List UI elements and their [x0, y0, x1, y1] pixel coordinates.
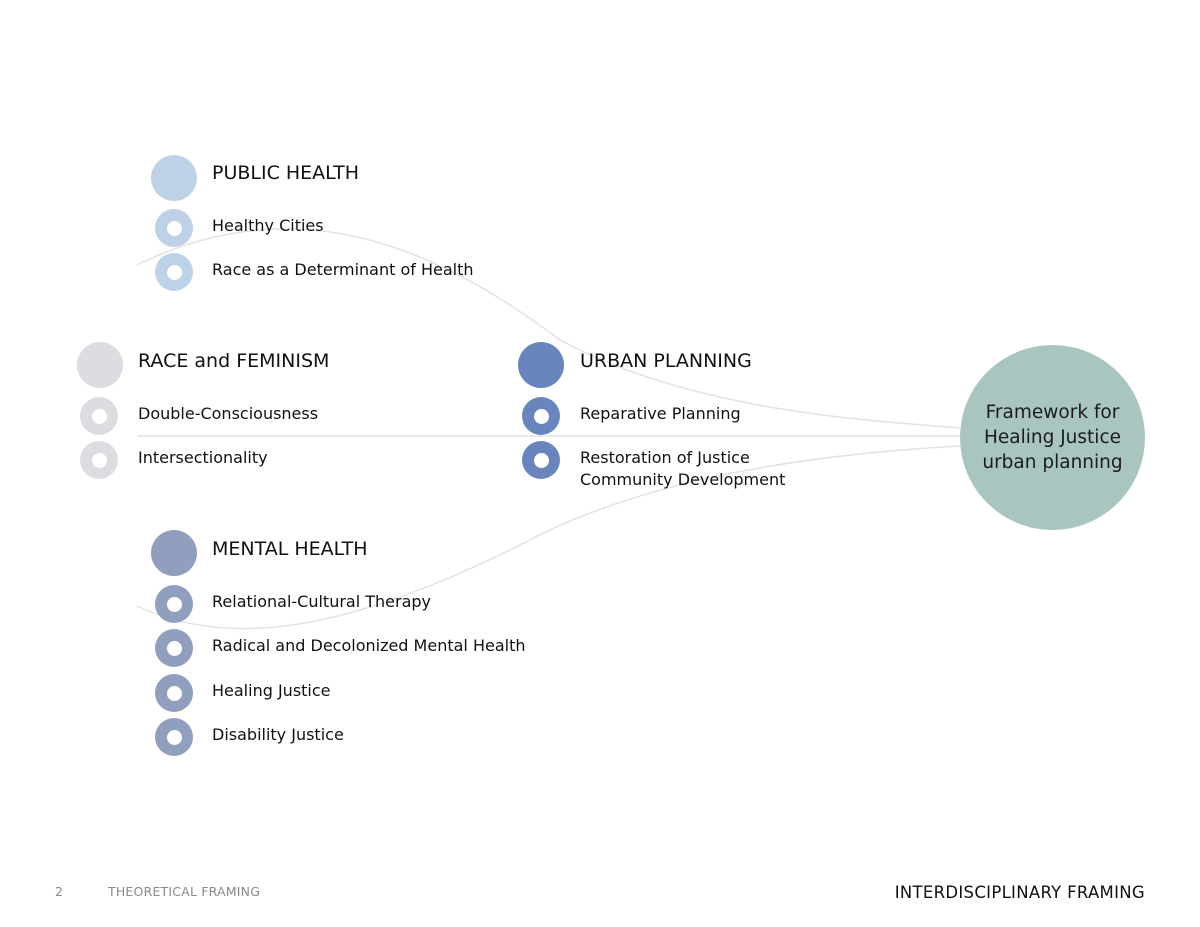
race-determinant-node	[155, 253, 193, 291]
urban-planning-node	[518, 342, 564, 388]
relational-cultural-node	[155, 585, 193, 623]
reparative-planning-label: Reparative Planning	[580, 404, 741, 423]
restoration-justice-node	[522, 441, 560, 479]
healthy-cities-node	[155, 209, 193, 247]
race-feminism-title: RACE and FEMINISM	[138, 350, 330, 372]
healing-justice-label: Healing Justice	[212, 681, 331, 700]
mental-health-node	[151, 530, 197, 576]
page-title: INTERDISCIPLINARY FRAMING	[894, 883, 1145, 902]
public-health-title: PUBLIC HEALTH	[212, 162, 360, 184]
disability-justice-label: Disability Justice	[212, 725, 344, 744]
disability-justice-node	[155, 718, 193, 756]
radical-decolonized-label: Radical and Decolonized Mental Health	[212, 636, 526, 655]
framework-target-node: Framework for Healing Justice urban plan…	[960, 345, 1145, 530]
double-consciousness-label: Double-Consciousness	[138, 404, 319, 423]
connector-mental-health	[136, 445, 961, 630]
public-health-node	[151, 155, 197, 201]
race-feminism-node	[77, 342, 123, 388]
connector-public-health	[136, 228, 961, 429]
mental-health-title: MENTAL HEALTH	[212, 538, 368, 560]
healing-justice-node	[155, 674, 193, 712]
page-number: 2	[55, 884, 64, 899]
intersectionality-node	[80, 441, 118, 479]
double-consciousness-node	[80, 397, 118, 435]
restoration-justice-label: Restoration of Justice Community Develop…	[580, 448, 786, 489]
framework-target-label: Framework for Healing Justice urban plan…	[982, 402, 1123, 473]
section-label: THEORETICAL FRAMING	[108, 884, 261, 899]
race-determinant-label: Race as a Determinant of Health	[212, 260, 474, 279]
healthy-cities-label: Healthy Cities	[212, 216, 324, 235]
relational-cultural-label: Relational-Cultural Therapy	[212, 592, 432, 611]
radical-decolonized-node	[155, 629, 193, 667]
urban-planning-title: URBAN PLANNING	[580, 350, 752, 372]
intersectionality-label: Intersectionality	[138, 448, 268, 467]
reparative-planning-node	[522, 397, 560, 435]
